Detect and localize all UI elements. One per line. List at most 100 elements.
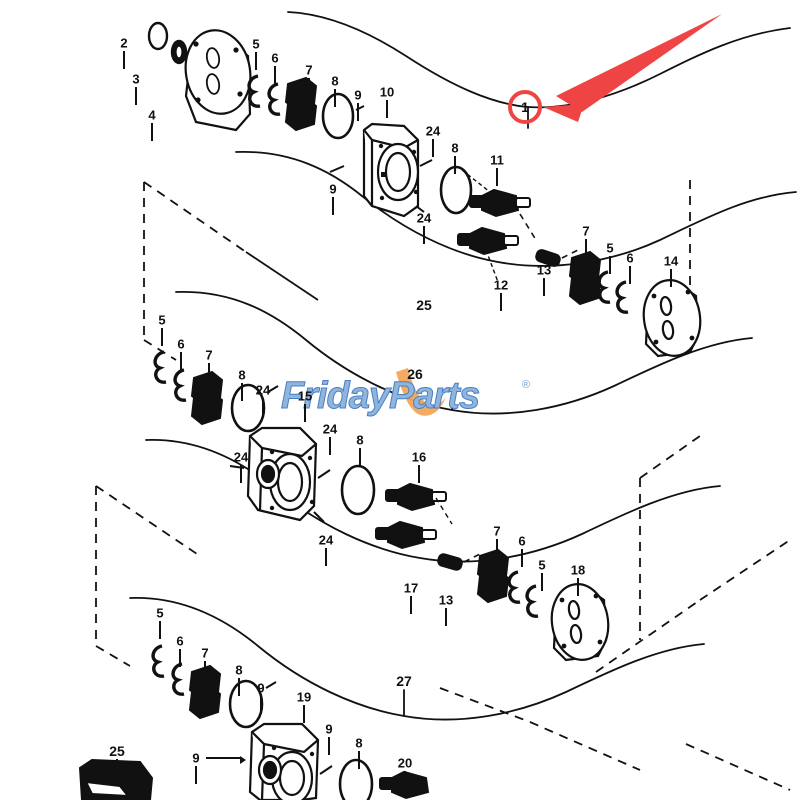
part-label-24: 24	[322, 421, 338, 437]
part-label-7: 7	[205, 347, 213, 363]
part-label-24: 24	[255, 382, 271, 398]
part-label-5: 5	[158, 312, 166, 328]
part-label-3: 3	[132, 71, 140, 87]
leader-tick	[577, 578, 579, 596]
leader-tick	[358, 751, 360, 769]
part-label-24: 24	[318, 532, 334, 548]
part-label-2: 2	[120, 35, 128, 51]
leader-tick	[386, 100, 388, 118]
assembly-top	[147, 21, 702, 358]
part-label-8: 8	[235, 662, 243, 678]
part-label-7: 7	[305, 62, 313, 78]
part-label-13: 13	[438, 592, 454, 608]
part-label-9: 9	[329, 181, 337, 197]
part-label-13: 13	[536, 262, 552, 278]
part-label-8: 8	[238, 367, 246, 383]
leader-tick	[541, 573, 543, 591]
leader-tick	[359, 448, 361, 466]
leader-tick	[609, 256, 611, 274]
leader-tick	[454, 156, 456, 174]
leader-tick	[410, 596, 412, 614]
watermark-swoosh	[396, 368, 446, 416]
group-25-upper: 25	[416, 297, 432, 313]
leader-tick	[304, 404, 306, 422]
part-label-4: 4	[148, 107, 156, 123]
leader-tick	[423, 226, 425, 244]
part-label-6: 6	[177, 336, 185, 352]
leader-tick	[308, 78, 310, 96]
leader-tick	[629, 266, 631, 284]
leader-tick	[123, 51, 125, 69]
group-27: 27	[396, 673, 412, 689]
part-label-8: 8	[355, 735, 363, 751]
leader-tick	[500, 293, 502, 311]
part-label-5: 5	[538, 557, 546, 573]
callout-marker-1[interactable]: 1	[508, 90, 542, 124]
leader-tick	[418, 465, 420, 483]
leader-tick	[334, 89, 336, 107]
leader-tick	[521, 549, 523, 567]
leader-tick	[274, 66, 276, 84]
part-label-9: 9	[257, 680, 265, 696]
part-label-18: 18	[570, 562, 586, 578]
part-label-9: 9	[192, 750, 200, 766]
part-label-6: 6	[271, 50, 279, 66]
part-label-14: 14	[663, 253, 679, 269]
part-label-8: 8	[451, 140, 459, 156]
part-label-5: 5	[156, 605, 164, 621]
leader-tick	[238, 678, 240, 696]
part-label-20: 20	[397, 755, 413, 771]
part-label-5: 5	[252, 36, 260, 52]
leader-tick	[445, 608, 447, 626]
leader-tick	[116, 759, 118, 777]
assembly-middle	[153, 350, 610, 662]
part-label-8: 8	[356, 432, 364, 448]
part-label-6: 6	[626, 250, 634, 266]
part-label-9: 9	[354, 87, 362, 103]
leader-tick	[195, 766, 197, 784]
part-label-6: 6	[176, 633, 184, 649]
part-label-11: 11	[490, 152, 504, 168]
leader-tick	[241, 383, 243, 401]
leader-tick	[135, 87, 137, 105]
leader-tick	[303, 705, 305, 723]
leader-tick	[179, 649, 181, 667]
leader-tick	[208, 363, 210, 381]
part-label-12: 12	[493, 277, 509, 293]
leader-tick	[325, 548, 327, 566]
callout-number: 1	[521, 99, 529, 115]
part-label-19: 19	[296, 689, 312, 705]
part-label-7: 7	[582, 223, 590, 239]
leader-tick	[180, 352, 182, 370]
assembly-bottom	[78, 644, 430, 800]
leader-tick	[496, 168, 498, 186]
leader-tick	[262, 398, 264, 416]
part-label-5: 5	[606, 240, 614, 256]
part-label-17: 17	[403, 580, 419, 596]
part-label-9: 9	[325, 721, 333, 737]
group-26: 26	[407, 366, 423, 382]
part-label-10: 10	[379, 84, 395, 100]
leader-tick	[159, 621, 161, 639]
leader-tick	[161, 328, 163, 346]
part-label-6: 6	[518, 533, 526, 549]
leader-tick	[670, 269, 672, 287]
leader-tick	[496, 539, 498, 557]
part-label-15: 15	[297, 388, 313, 404]
part-label-8: 8	[331, 73, 339, 89]
part-label-7: 7	[493, 523, 501, 539]
leader-tick	[585, 239, 587, 257]
leader-tick	[151, 123, 153, 141]
leader-tick	[332, 197, 334, 215]
part-label-24: 24	[233, 449, 249, 465]
group-25-lower: 25	[109, 743, 125, 759]
leader-tick	[204, 661, 206, 679]
part-label-16: 16	[411, 449, 427, 465]
leader-tick	[404, 771, 406, 789]
leader-tick	[329, 437, 331, 455]
part-label-24: 24	[416, 210, 432, 226]
part-label-7: 7	[201, 645, 209, 661]
leader-tick	[240, 465, 242, 483]
